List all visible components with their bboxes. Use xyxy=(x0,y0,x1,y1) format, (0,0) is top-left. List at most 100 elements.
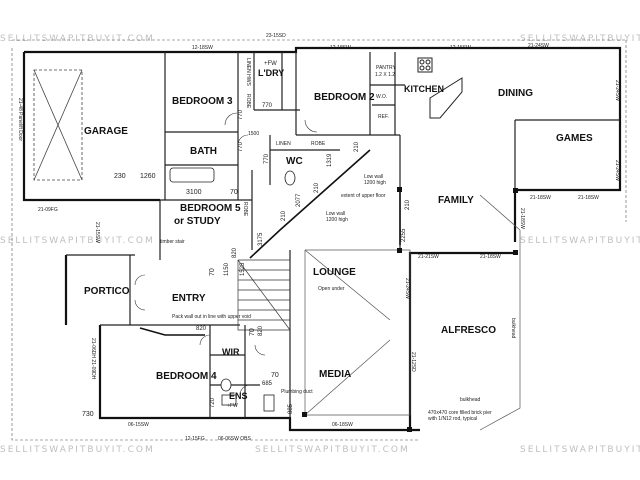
label-robe-2: ROBE xyxy=(311,141,326,147)
dim-d5: 21-24SW xyxy=(528,43,549,49)
note-pack-wall: Pack wall out in line with upper void xyxy=(172,314,251,320)
label-robe-1: ROBE xyxy=(245,94,251,109)
pier-columns xyxy=(302,187,518,432)
label-linen-hws: LINEN HWS xyxy=(245,58,251,86)
dim-770d: 770 xyxy=(264,153,270,164)
dim-3175: 3175 xyxy=(258,232,264,246)
note-plumbing-duct: Plumbing duct xyxy=(281,389,313,395)
label-bulkhead-2: bulkhead xyxy=(460,397,481,403)
watermark-top-right: SELLITSWAPITBUYIT.COM xyxy=(520,34,640,44)
dim-d20: 12-15FG xyxy=(185,436,205,442)
dim-d17: 21-12SD xyxy=(410,352,416,372)
dim-1525: 1525 xyxy=(240,262,246,276)
dim-70d: 70 xyxy=(271,372,279,379)
room-bedroom5: BEDROOM 5 xyxy=(180,203,241,214)
dim-d7: 21-24SW xyxy=(614,80,620,101)
room-family: FAMILY xyxy=(438,195,474,206)
dim-210d: 210 xyxy=(405,199,411,210)
room-bedroom2: BEDROOM 2 xyxy=(314,92,375,103)
label-ref: REF. xyxy=(378,114,389,120)
watermark-mid-left: SELLITSWAPITBUYIT.COM xyxy=(0,236,155,246)
room-portico: PORTICO xyxy=(84,286,130,297)
dim-d19: 06-18SW xyxy=(332,422,353,428)
dim-d8: 21-24SW xyxy=(614,160,620,181)
dim-d16: 21-06DH 21-09DH xyxy=(90,338,96,380)
dim-210b: 210 xyxy=(314,182,320,193)
dimension-labels: 23-15SD 12-18SW 12-18SW 12-15SW 21-24SW … xyxy=(17,33,620,442)
watermark-bottom-left: SELLITSWAPITBUYIT.COM xyxy=(0,445,155,455)
dim-1150: 1150 xyxy=(224,262,230,276)
dim-820a: 820 xyxy=(232,247,238,258)
room-alfresco: ALFRESCO xyxy=(441,325,496,336)
dim-730: 730 xyxy=(82,411,94,418)
dim-1260: 1260 xyxy=(140,173,156,180)
dim-70a: 70 xyxy=(230,189,238,196)
dim-770c: 770 xyxy=(238,141,244,152)
label-pantry-size: 1.2 X 1.2 xyxy=(375,72,395,78)
dim-d18: 06-15SW xyxy=(128,422,149,428)
dim-770a: 770 xyxy=(262,103,273,109)
dim-d2: 12-18SW xyxy=(192,45,213,51)
dim-d11: 21-09FG xyxy=(38,207,58,213)
dim-2255: 2255 xyxy=(401,228,407,242)
alfresco-outline xyxy=(304,194,521,431)
label-bulkhead: bulkhead xyxy=(510,318,516,339)
dim-d9: 21-18SW xyxy=(530,195,551,201)
watermark-bottom-right: SELLITSWAPITBUYIT.COM xyxy=(520,445,640,455)
label-fw: +FW xyxy=(264,61,277,67)
dim-70c: 70 xyxy=(249,328,256,336)
note-open-under: Open under xyxy=(318,286,345,292)
low-walls xyxy=(139,149,401,336)
room-bedroom3: BEDROOM 3 xyxy=(172,96,233,107)
room-garage: GARAGE xyxy=(84,126,128,137)
room-laundry: L'DRY xyxy=(258,68,284,78)
watermark-top: SELLITSWAPITBUYIT.COM xyxy=(0,34,155,44)
dim-d4: 12-15SW xyxy=(450,45,471,51)
dim-210c: 210 xyxy=(281,210,287,221)
dim-d22: 21-15SW xyxy=(94,222,100,243)
dim-d13: 21-18SW xyxy=(480,254,501,260)
label-wo: W.O. xyxy=(376,94,387,100)
room-lounge: LOUNGE xyxy=(313,267,356,278)
dim-770b: 770 xyxy=(238,109,244,120)
room-wir: WIR xyxy=(222,347,240,357)
dim-d14: 21-24SW xyxy=(404,278,410,299)
room-kitchen: KITCHEN xyxy=(404,84,444,94)
door-swings xyxy=(134,112,318,396)
watermark-bottom-center: SELLITSWAPITBUYIT.COM xyxy=(255,445,410,455)
outer-dim-line xyxy=(11,39,627,441)
dim-d10: 21-18SW xyxy=(578,195,599,201)
room-bedroom4: BEDROOM 4 xyxy=(156,371,217,382)
dim-2077: 2077 xyxy=(296,193,302,207)
label-robe-3: ROBE xyxy=(242,202,248,217)
room-ens: ENS xyxy=(229,391,248,401)
note-extent-upper: extent of upper floor xyxy=(341,193,386,199)
garage-door-cross xyxy=(33,69,83,181)
note-timber-stair: timber stair xyxy=(160,239,185,245)
dim-d21: 06-06SW OBS xyxy=(218,436,251,442)
watermark-mid-right: SELLITSWAPITBUYIT.COM xyxy=(520,236,640,246)
room-dining: DINING xyxy=(498,88,533,99)
room-entry: ENTRY xyxy=(172,293,206,304)
dim-70b: 70 xyxy=(209,268,216,276)
label-pantry: PANTRY xyxy=(376,65,396,71)
interior-walls xyxy=(66,52,620,418)
dim-230: 230 xyxy=(114,173,126,180)
room-or-study: or STUDY xyxy=(174,216,221,227)
dim-820b: 820 xyxy=(196,326,207,332)
room-media: MEDIA xyxy=(319,369,351,380)
staircase xyxy=(237,259,291,331)
room-games: GAMES xyxy=(556,133,593,144)
dim-210a: 210 xyxy=(354,141,360,152)
dim-d12: 21-21SW xyxy=(418,254,439,260)
dim-685: 685 xyxy=(262,381,273,387)
dim-d3: 12-18SW xyxy=(330,45,351,51)
room-labels: GARAGE BEDROOM 3 BEDROOM 2 L'DRY KITCHEN… xyxy=(84,68,593,401)
dim-d1: 23-15SD xyxy=(266,33,286,39)
dim-885: 885 xyxy=(288,403,294,414)
